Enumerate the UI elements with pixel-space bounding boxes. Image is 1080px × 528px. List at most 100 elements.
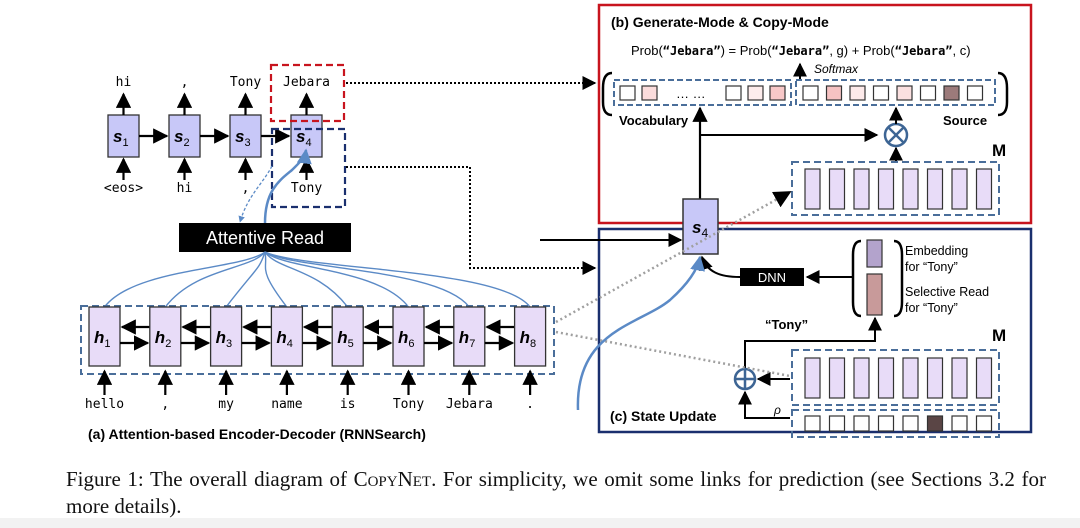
decoder-state-label: s4 [296, 127, 312, 149]
rho-weight-cell [902, 415, 919, 432]
encoder-caption: (a) Attention-based Encoder-Decoder (RNN… [88, 426, 426, 442]
memory-cell [828, 168, 846, 210]
encoder-state-1[interactable]: h1 [88, 306, 121, 367]
state-s4-central-label: s4 [692, 218, 708, 240]
source-prob-cell [919, 85, 937, 101]
source-box [795, 79, 996, 106]
caption-model-name: CopyNet [353, 467, 432, 491]
memory-cell [853, 357, 870, 399]
encoder-state-2[interactable]: h2 [149, 306, 182, 367]
rho-to-plus-arrow [738, 390, 790, 419]
attention-weight-line [264, 251, 410, 308]
left-bracket [601, 71, 613, 117]
encoder-state-label: h3 [216, 328, 233, 350]
decoder-output-token: hi [116, 75, 132, 90]
attention-weight-line [264, 251, 288, 308]
encoder-box [80, 305, 555, 375]
embed-right-bracket [893, 239, 904, 318]
memory-cell [926, 357, 944, 399]
encoder-state-label: h5 [337, 328, 354, 350]
source-prob-cell [943, 85, 960, 101]
panel-c-title: (c) State Update [610, 408, 717, 424]
memory-box-b [791, 161, 1000, 216]
decoder-state-3[interactable]: s3 [229, 114, 262, 158]
dnn-to-s4-arrow [699, 255, 741, 278]
encoder-state-4[interactable]: h4 [270, 306, 304, 367]
multiply-icon [883, 122, 909, 148]
rho-weight-cell [926, 415, 944, 432]
memory-label-c: M [992, 326, 1006, 345]
encoder-input-token: , [161, 397, 169, 412]
dotted-link-c [346, 166, 597, 275]
attention-dashed-arrow [238, 165, 273, 223]
decoder-state-label: s3 [235, 127, 251, 149]
decoder-output-token: Tony [230, 75, 261, 90]
memory-cell [951, 168, 968, 210]
encoder-input-token: Tony [393, 397, 424, 412]
memory-label-b: M [992, 141, 1006, 160]
vocab-prob-cell [641, 85, 658, 101]
encoder-input-token: . [526, 397, 534, 412]
softmax-label: Softmax [814, 62, 859, 76]
encoder-state-8[interactable]: h8 [513, 306, 547, 367]
memory-cell [804, 357, 821, 399]
caption-prefix: Figure 1: The overall diagram of [66, 467, 354, 491]
rho-label: ρ [773, 403, 781, 417]
encoder-state-label: h6 [398, 328, 415, 350]
encoder-state-label: h8 [520, 328, 537, 350]
rho-weight-cell [877, 415, 895, 432]
source-prob-cell [825, 85, 843, 101]
attention-weight-line [264, 251, 470, 308]
encoder-input-token: name [271, 397, 302, 412]
source-prob-cell [849, 85, 866, 101]
rho-weight-cell [804, 415, 821, 432]
dotted-encoder-to-memory-b [555, 190, 792, 324]
rho-box [791, 409, 1000, 438]
selective-read-cell [866, 273, 883, 316]
source-prob-cell [802, 85, 819, 101]
prob-formula: Prob(“Jebara”) = Prob(“Jebara”, g) + Pro… [631, 43, 971, 58]
encoder-input-token: hello [85, 397, 124, 412]
state-s4-central[interactable] [682, 198, 719, 255]
decoder-input-token: hi [177, 181, 193, 196]
encoder-state-7[interactable]: h7 [453, 306, 486, 367]
panel-b-title: (b) Generate-Mode & Copy-Mode [611, 14, 829, 30]
encoder-input-token: is [340, 397, 356, 412]
decoder-state-1[interactable]: s1 [107, 114, 140, 158]
encoder-state-6[interactable]: h6 [392, 306, 425, 367]
memory-cell [926, 168, 944, 210]
selective-read-arrow [744, 316, 882, 378]
memory-cell [828, 357, 846, 399]
memory-cell [877, 357, 895, 399]
attention-to-s4-arrow [263, 148, 312, 224]
rho-weight-cell [828, 415, 846, 432]
attention-weight-line [103, 251, 266, 308]
tony-label: “Tony” [765, 317, 808, 332]
panel-b-frame [597, 3, 1033, 225]
vocab-ellipsis: … … [676, 86, 706, 101]
dnn-box [740, 268, 804, 286]
encoder-state-3[interactable]: h3 [209, 306, 243, 367]
memory-cell [804, 168, 821, 210]
memory-cell [877, 168, 895, 210]
vocab-prob-cell [725, 85, 742, 101]
caption-suffix: . For simplicity, we omit some links for… [66, 467, 1046, 518]
rho-weight-cell [975, 415, 993, 432]
encoder-state-5[interactable]: h5 [331, 306, 364, 367]
vocabulary-box [613, 79, 792, 106]
decoder-input-token: , [242, 181, 250, 196]
rho-weight-cell [951, 415, 968, 432]
vocab-prob-cell [619, 85, 636, 101]
vocabulary-label: Vocabulary [619, 113, 689, 128]
dnn-label: DNN [758, 270, 786, 285]
plus-icon [733, 367, 757, 391]
source-label: Source [943, 113, 987, 128]
decoder-output-token: , [181, 75, 189, 90]
decoder-state-label: s2 [174, 127, 190, 149]
memory-cell [975, 357, 993, 399]
page-bottom-strip [0, 518, 1080, 528]
decoder-state-2[interactable]: s2 [168, 114, 201, 158]
encoder-input-token: my [218, 397, 234, 412]
